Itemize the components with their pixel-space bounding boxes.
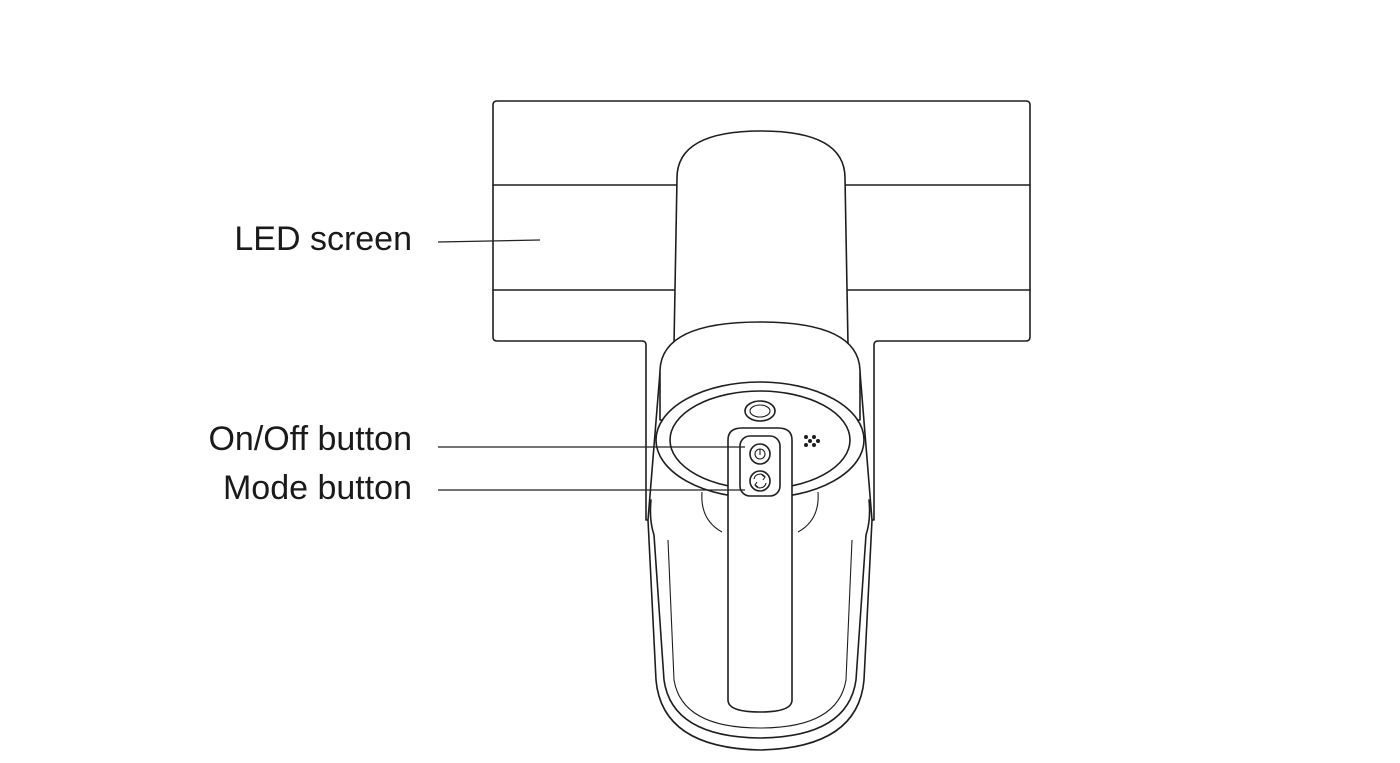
led-dots-icon bbox=[804, 435, 820, 447]
control-strip bbox=[727, 427, 793, 713]
led-screen-leader-line bbox=[437, 239, 541, 243]
mode-cycle-icon bbox=[753, 473, 767, 489]
handle-inner-rim bbox=[649, 499, 871, 739]
power-icon bbox=[754, 448, 766, 460]
mode-button-label: Mode button bbox=[222, 469, 412, 507]
led-screen-label: LED screen bbox=[234, 220, 412, 258]
handle-inner-guard bbox=[701, 491, 819, 533]
mode-button[interactable] bbox=[749, 470, 771, 492]
top-hole bbox=[744, 400, 776, 422]
on-off-button[interactable] bbox=[749, 443, 771, 465]
handle-grip-line bbox=[667, 539, 853, 729]
on-off-button-label: On/Off button bbox=[208, 420, 412, 458]
top-hole-inner bbox=[749, 404, 771, 418]
